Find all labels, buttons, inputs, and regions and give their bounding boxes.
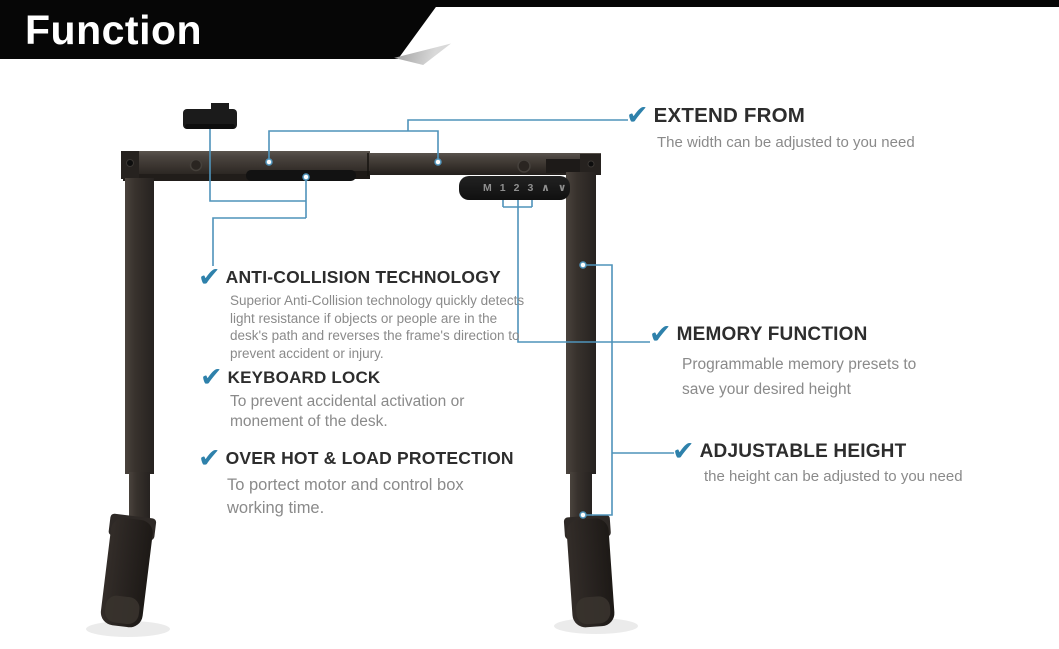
screw-icon [587, 160, 595, 168]
feature-title: ADJUSTABLE HEIGHT [699, 441, 907, 462]
feature-description: Programmable memory presets to save your… [682, 356, 917, 398]
feature-description: Superior Anti-Collision technology quick… [230, 293, 525, 361]
screw-icon [126, 159, 134, 167]
feature-description: The width can be adjusted to you need [657, 134, 915, 151]
extend-from-lead-line [407, 119, 628, 131]
feature-over-hot-load-protection: ✔ OVER HOT & LOAD PROTECTION To portect … [198, 442, 514, 519]
keypad-preset-3-button: 3 [527, 181, 534, 194]
control-box [183, 103, 237, 129]
beam-sensor-rail [246, 170, 356, 181]
feature-description: To prevent accidental activation or mone… [230, 393, 465, 430]
feature-title: ANTI-COLLISION TECHNOLOGY [225, 267, 501, 287]
feature-description: To portect motor and control box working… [227, 476, 464, 517]
check-icon: ✔ [626, 100, 649, 131]
check-icon: ✔ [649, 319, 672, 350]
feature-title: OVER HOT & LOAD PROTECTION [225, 448, 514, 468]
check-icon: ✔ [198, 261, 221, 293]
check-icon: ✔ [198, 442, 221, 474]
feature-description: the height can be adjusted to you need [704, 468, 963, 485]
feature-title: KEYBOARD LOCK [227, 368, 381, 387]
keypad-memory-button: M [483, 181, 492, 194]
check-icon: ✔ [672, 436, 695, 467]
feature-keyboard-lock: ✔ KEYBOARD LOCK To prevent accidental ac… [200, 362, 492, 432]
connector-lines [209, 119, 674, 516]
keypad: M 1 2 3 ∧ ∨ [459, 176, 570, 200]
beam-right-segment [358, 153, 601, 175]
feature-memory-function: ✔ MEMORY FUNCTION Programmable memory pr… [649, 319, 940, 402]
keypad-down-icon: ∨ [557, 181, 567, 194]
left-leg-upper [125, 178, 154, 474]
anti-collision-line-c [212, 217, 306, 266]
feature-title: MEMORY FUNCTION [676, 324, 868, 345]
keypad-up-icon: ∧ [541, 181, 550, 194]
extend-from-bracket-line [268, 130, 439, 162]
keypad-preset-2-button: 2 [513, 181, 520, 194]
feature-extend-from: ✔ EXTEND FROM The width can be adjusted … [626, 100, 915, 151]
anti-collision-line-a [209, 129, 306, 202]
grommet-icon [189, 158, 203, 172]
grommet-icon [517, 159, 531, 173]
check-icon: ✔ [200, 362, 223, 393]
desk-frame [100, 103, 615, 628]
right-leg-upper [566, 172, 596, 474]
right-foot [563, 514, 615, 628]
left-foot [100, 513, 157, 628]
adjustable-height-bracket-line [583, 264, 613, 516]
memory-function-lead-line [517, 207, 650, 343]
feature-adjustable-height: ✔ ADJUSTABLE HEIGHT the height can be ad… [672, 436, 964, 486]
header-strip [0, 0, 1059, 7]
feature-title: EXTEND FROM [653, 104, 806, 127]
header-banner [0, 0, 441, 59]
keypad-preset-1-button: 1 [499, 181, 506, 194]
page-title: Function [25, 7, 203, 53]
floor-shadows [86, 618, 638, 637]
feature-anti-collision: ✔ ANTI-COLLISION TECHNOLOGY Superior Ant… [198, 261, 532, 362]
left-leg-lower [129, 472, 150, 524]
right-leg-lower [570, 472, 592, 524]
